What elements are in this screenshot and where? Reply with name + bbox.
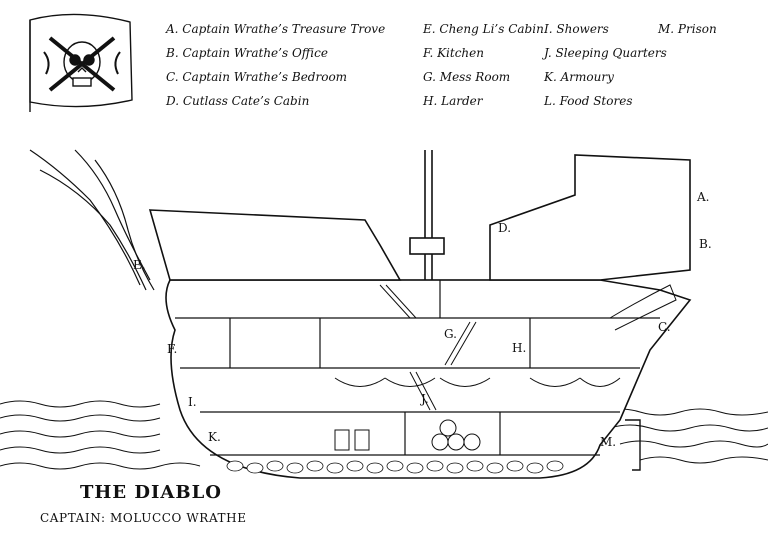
legend-item-i: I. Showers [544,22,609,36]
decks [170,279,660,456]
rudder [625,419,641,471]
callout-m: M. [600,435,617,449]
legend-item-e: E. Cheng Li’s Cabin [423,22,544,36]
legend-item-c: C. Captain Wrathe’s Bedroom [166,70,348,84]
staircases [379,284,677,411]
callout-d: D. [498,221,512,235]
skull-and-crossbones-flag-icon [29,13,133,112]
callout-f: F. [167,342,178,356]
ballast-stones [226,460,564,474]
legend-item-d: D. Cutlass Cate’s Cabin [166,94,310,108]
hull [148,154,692,479]
callout-e: E. [133,258,146,272]
legend-item-m: M. Prison [658,22,717,36]
legend-item-f: F. Kitchen [423,46,484,60]
callout-b: B. [699,237,712,251]
callout-a: A. [697,190,710,204]
callout-k: K. [208,430,221,444]
smoke-plume [29,149,155,291]
legend-item-l: L. Food Stores [544,94,633,108]
legend-item-h: H. Larder [423,94,483,108]
masts [409,150,445,280]
ship-title: THE DIABLO [80,482,222,503]
ship-captain: CAPTAIN: MOLUCCO WRATHE [40,511,247,525]
callout-j: J. [421,392,429,406]
sea-waves [0,400,768,470]
callout-i: I. [188,395,197,409]
callout-c: C. [658,320,671,334]
callout-g: G. [444,327,457,341]
legend-item-g: G. Mess Room [423,70,511,84]
callout-h: H. [512,341,527,355]
barrels [334,419,481,451]
legend-item-k: K. Armoury [544,70,614,84]
legend-item-b: B. Captain Wrathe’s Office [166,46,328,60]
legend-item-j: J. Sleeping Quarters [544,46,667,60]
legend-item-a: A. Captain Wrathe’s Treasure Trove [166,22,386,36]
hammocks [334,377,621,387]
